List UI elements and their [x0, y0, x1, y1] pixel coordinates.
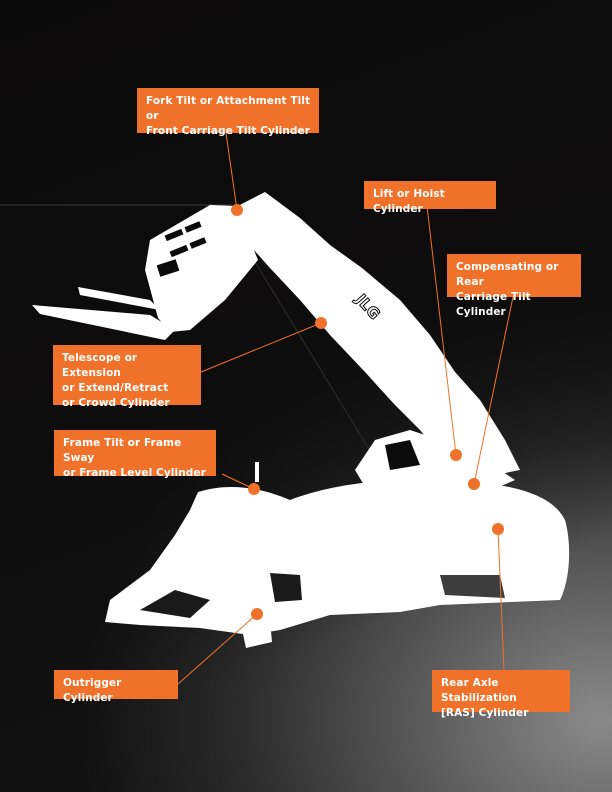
callout-ras-cylinder: Rear Axle Stabilization [RAS] Cylinder: [432, 670, 570, 719]
callout-compensating-cylinder: Compensating or Rear Carriage Tilt Cylin…: [447, 254, 581, 318]
dot-telescope: [315, 317, 327, 329]
leader-lines: [177, 132, 514, 685]
chassis-shape: [105, 462, 570, 648]
callout-telescope-cylinder: Telescope or Extension or Extend/Retract…: [53, 345, 201, 409]
callout-frame-tilt-cylinder: Frame Tilt or Frame Sway or Frame Level …: [54, 430, 216, 479]
forks-shape: [32, 287, 175, 340]
carriage-shape: [145, 205, 258, 332]
chassis-cutouts: [140, 573, 505, 618]
callout-lift-hoist-cylinder: Lift or Hoist Cylinder: [364, 181, 496, 215]
dot-frame-tilt: [248, 483, 260, 495]
callout-dots: [231, 204, 504, 620]
callout-fork-tilt-cylinder: Fork Tilt or Attachment Tilt or Front Ca…: [137, 88, 319, 137]
dot-lift-hoist: [450, 449, 462, 461]
dot-fork-tilt: [231, 204, 243, 216]
callout-outrigger-cylinder: Outrigger Cylinder: [54, 670, 178, 704]
dot-outrigger: [251, 608, 263, 620]
dot-compensating: [468, 478, 480, 490]
dot-ras: [492, 523, 504, 535]
boom-shape: [230, 192, 520, 480]
